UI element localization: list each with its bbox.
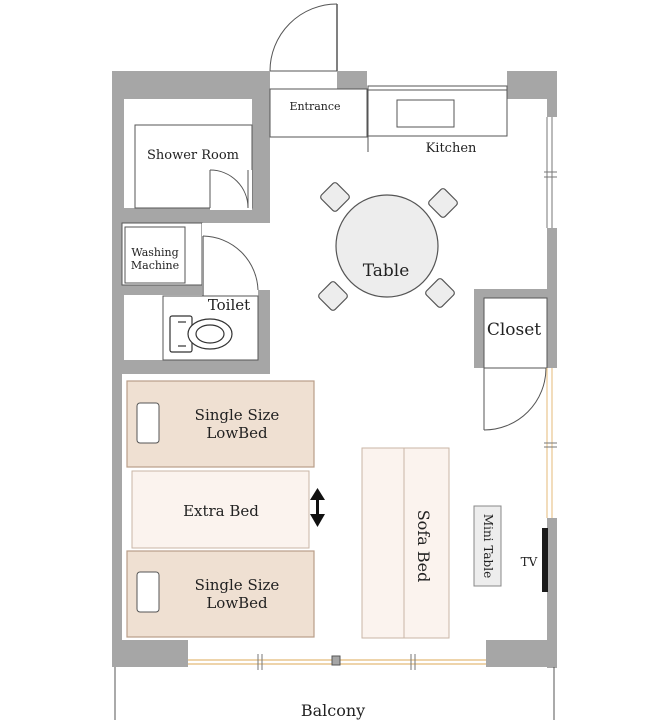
pillow-top [136, 402, 160, 444]
kitchen-counter [367, 85, 508, 152]
shower-room-label: Shower Room [147, 148, 239, 163]
extra-bed[interactable] [131, 470, 310, 549]
mini-table-label: Mini Table [481, 514, 495, 578]
sink-icon [396, 99, 455, 128]
window-right-lower-mullion [544, 442, 557, 448]
bed-bottom[interactable] [126, 550, 315, 638]
bed-bottom-label-2: LowBed [206, 594, 268, 612]
balcony-label: Balcony [301, 701, 365, 720]
double-arrow-vertical-icon [310, 488, 325, 527]
chair-top-right[interactable] [427, 187, 458, 218]
balcony [114, 667, 555, 720]
balcony-window-center [331, 655, 341, 666]
sofa-bed-label: Sofa Bed [414, 510, 433, 583]
wall-toilet-bottom [112, 360, 270, 374]
shower-room [134, 124, 253, 210]
bed-bottom-label-1: Single Size [195, 576, 280, 594]
balcony-window-mullions [257, 654, 416, 670]
wall-top-left [112, 71, 270, 99]
chair-top-left[interactable] [319, 181, 350, 212]
extra-bed-label: Extra Bed [183, 502, 259, 520]
entrance-label: Entrance [289, 100, 340, 113]
washing-machine-label-2: Machine [131, 259, 179, 272]
bed-top[interactable] [126, 380, 315, 468]
tv-icon[interactable] [542, 528, 548, 592]
washing-machine-label-1: Washing [131, 246, 178, 259]
dining-set [317, 181, 458, 311]
washing-machine [121, 222, 203, 286]
toilet-label: Toilet [208, 296, 250, 314]
entrance-floor [269, 88, 368, 138]
wall-closet-left [474, 288, 484, 368]
toilet-icon [169, 315, 233, 353]
pillow-bottom [136, 571, 160, 613]
bed-top-label-2: LowBed [206, 424, 268, 442]
chair-bottom-left[interactable] [317, 280, 348, 311]
wall-bath-divider-2 [112, 285, 202, 295]
window-right-top [544, 117, 557, 228]
dining-table[interactable] [335, 194, 439, 298]
wall-closet-top [474, 288, 557, 298]
sofa-bed[interactable] [361, 447, 450, 639]
mini-table[interactable] [473, 505, 502, 587]
wall-top-mid [337, 71, 367, 89]
closet-label: Closet [487, 320, 541, 340]
wall-bath-divider [112, 208, 270, 223]
chair-bottom-right[interactable] [424, 277, 455, 308]
wall-bath-right [252, 71, 270, 223]
entrance-door-swing [269, 3, 338, 72]
closet [483, 297, 548, 431]
wall-right-lower [547, 518, 557, 668]
tv-label: TV [521, 555, 538, 569]
wall-bottom-right [486, 640, 557, 667]
wall-toilet-right [258, 290, 270, 372]
wall-bottom-left [112, 640, 188, 667]
table-label: Table [363, 261, 410, 281]
walls [112, 71, 557, 668]
bed-top-label-1: Single Size [195, 406, 280, 424]
entrance-area [269, 3, 368, 138]
kitchen-label: Kitchen [426, 141, 477, 156]
